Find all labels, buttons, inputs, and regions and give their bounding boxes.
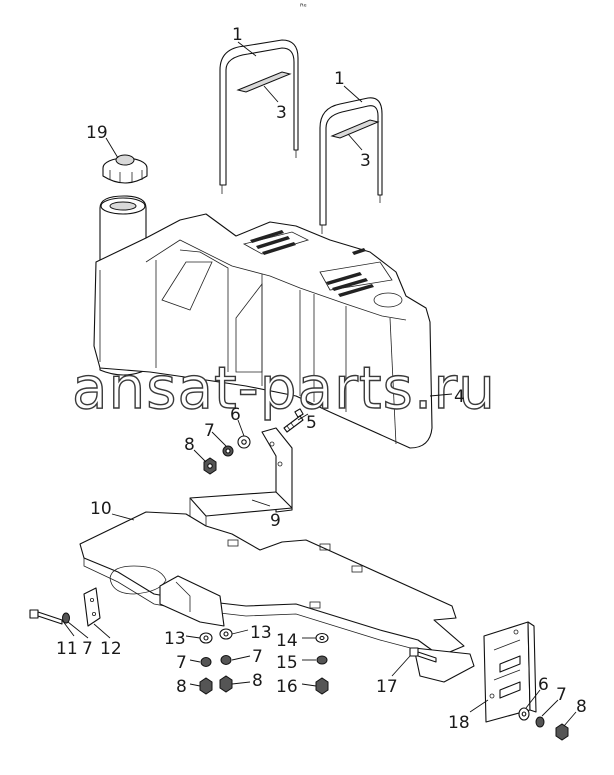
watermark: ansat-parts.ru xyxy=(72,354,496,422)
strap-left xyxy=(219,39,299,194)
callout-8c: 8 xyxy=(252,671,263,691)
callout-7a: 7 xyxy=(204,421,215,441)
callout-4: 4 xyxy=(454,387,465,407)
callout-15: 15 xyxy=(276,653,298,673)
bracket-9 xyxy=(189,427,293,535)
callout-7d: 7 xyxy=(252,647,263,667)
nut-8-upper xyxy=(203,457,217,475)
bracket-12 xyxy=(83,587,101,627)
callout-8d: 8 xyxy=(576,697,587,717)
lock-washer-15 xyxy=(316,655,328,665)
washer-6-upper xyxy=(237,435,251,449)
nut-8-right xyxy=(555,723,569,741)
callout-12: 12 xyxy=(100,639,122,659)
lock-washer-7-lower-left xyxy=(200,657,212,667)
callout-16: 16 xyxy=(276,677,298,697)
callout-8a: 8 xyxy=(184,435,195,455)
callout-13a: 13 xyxy=(164,629,186,649)
leader-lines xyxy=(61,41,577,727)
bolt-11 xyxy=(29,609,63,625)
bracket-18 xyxy=(483,621,537,723)
nut-8-lower-left xyxy=(199,677,213,695)
callout-1a: 1 xyxy=(232,25,243,45)
callout-7e: 7 xyxy=(556,685,567,705)
top-mark: ᴿᵉ xyxy=(300,2,307,11)
lock-washer-7-left xyxy=(62,612,70,624)
callout-17: 17 xyxy=(376,677,398,697)
callout-14: 14 xyxy=(276,631,298,651)
nut-8-lower-right xyxy=(219,675,233,693)
callout-10: 10 xyxy=(90,499,112,519)
callout-1b: 1 xyxy=(334,69,345,89)
filler-cap xyxy=(102,154,148,184)
lock-washer-7-upper xyxy=(222,445,234,457)
washer-14 xyxy=(315,632,329,644)
callout-18: 18 xyxy=(448,713,470,733)
bolt-17 xyxy=(409,647,437,663)
callout-8b: 8 xyxy=(176,677,187,697)
callouts: 1 1 3 3 19 4 5 6 7 8 9 10 11 7 12 13 13 … xyxy=(56,25,587,733)
callout-3b: 3 xyxy=(360,151,371,171)
callout-5: 5 xyxy=(306,413,317,433)
lock-washer-7-lower-right xyxy=(220,655,232,665)
lock-washer-7-right xyxy=(535,716,545,728)
washer-13-left xyxy=(199,632,213,644)
callout-3a: 3 xyxy=(276,103,287,123)
washer-13-right xyxy=(219,628,233,640)
strap-right xyxy=(319,97,383,234)
washer-6-right xyxy=(518,707,530,721)
callout-6a: 6 xyxy=(230,405,241,425)
callout-11: 11 xyxy=(56,639,78,659)
callout-6b: 6 xyxy=(538,675,549,695)
callout-7b: 7 xyxy=(82,639,93,659)
callout-19: 19 xyxy=(86,123,108,143)
fuel-tank xyxy=(93,195,433,449)
callout-9: 9 xyxy=(270,511,281,531)
nut-16 xyxy=(315,677,329,695)
callout-7c: 7 xyxy=(176,653,187,673)
base-plate-10 xyxy=(79,511,475,683)
callout-13b: 13 xyxy=(250,623,272,643)
